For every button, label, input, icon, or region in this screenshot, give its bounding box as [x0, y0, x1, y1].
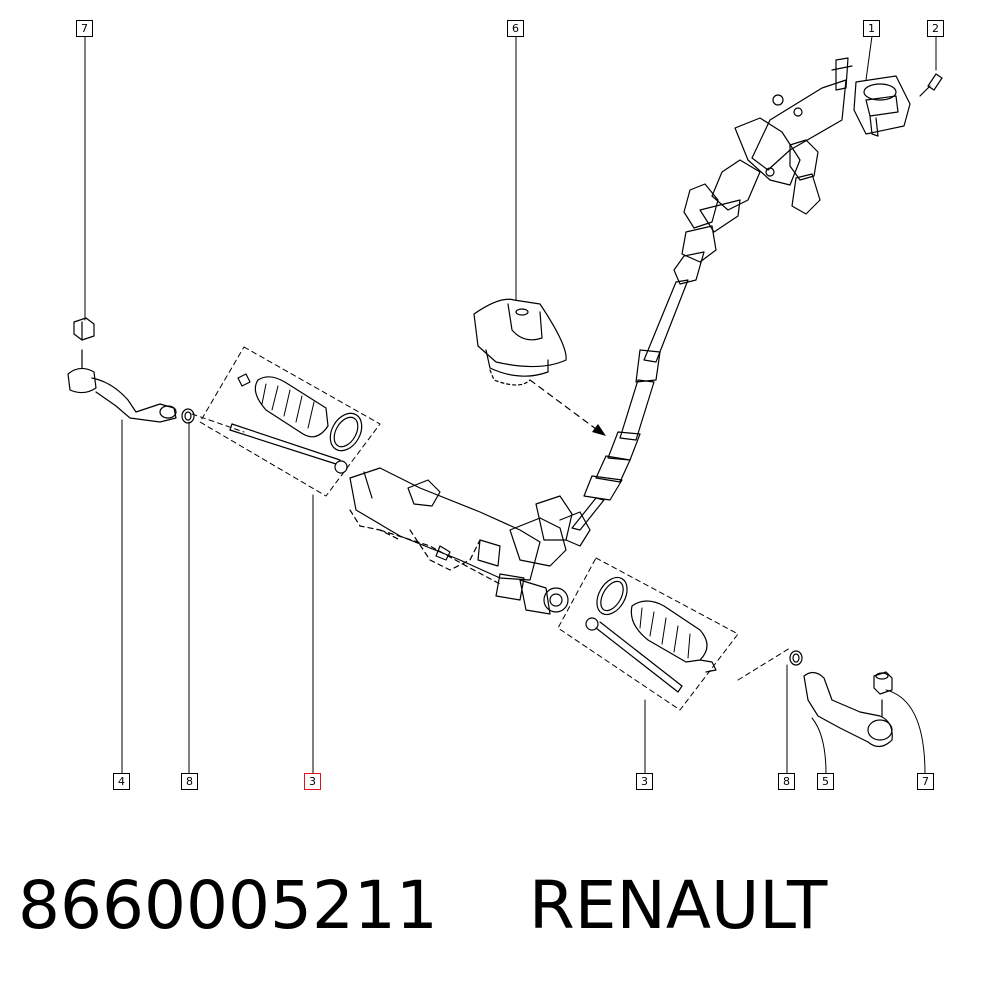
steering-rack [349, 467, 591, 615]
steering-column [571, 57, 853, 531]
callout-4[interactable]: 4 [113, 773, 130, 790]
callout-3-left-selected[interactable]: 3 [304, 773, 321, 790]
kit-outline-right [557, 557, 739, 711]
part-6-boot [473, 298, 567, 386]
brand-name: RENAULT [528, 867, 828, 944]
part-1-bracket [853, 75, 911, 137]
callout-2[interactable]: 2 [927, 20, 944, 37]
part-7-nut-left [73, 317, 95, 341]
part-4-tie-rod-end-left [67, 349, 177, 423]
boot-direction-arrow [529, 379, 601, 433]
part-3-tie-rod-kit-right [585, 576, 717, 693]
callout-7-top[interactable]: 7 [76, 20, 93, 37]
callout-5[interactable]: 5 [817, 773, 834, 790]
leader-lines [84, 35, 937, 775]
caption: 8660005211 RENAULT [18, 856, 827, 956]
callout-3-right[interactable]: 3 [636, 773, 653, 790]
part-7-nut-right [873, 671, 893, 695]
part-8-locknut-left [181, 408, 195, 424]
callout-8-left[interactable]: 8 [181, 773, 198, 790]
part-5-tie-rod-end-right [803, 671, 893, 748]
kit-outline-left [199, 346, 381, 497]
part-number: 8660005211 [18, 867, 438, 944]
callout-1[interactable]: 1 [863, 20, 880, 37]
steering-parts-diagram [67, 35, 943, 775]
callout-6[interactable]: 6 [507, 20, 524, 37]
part-2-bolt [919, 73, 943, 97]
callout-8-right[interactable]: 8 [778, 773, 795, 790]
callout-7-bottom[interactable]: 7 [917, 773, 934, 790]
kit-link-lines [191, 413, 791, 681]
part-3-tie-rod-kit-left [229, 373, 363, 474]
part-8-locknut-right [789, 650, 803, 666]
